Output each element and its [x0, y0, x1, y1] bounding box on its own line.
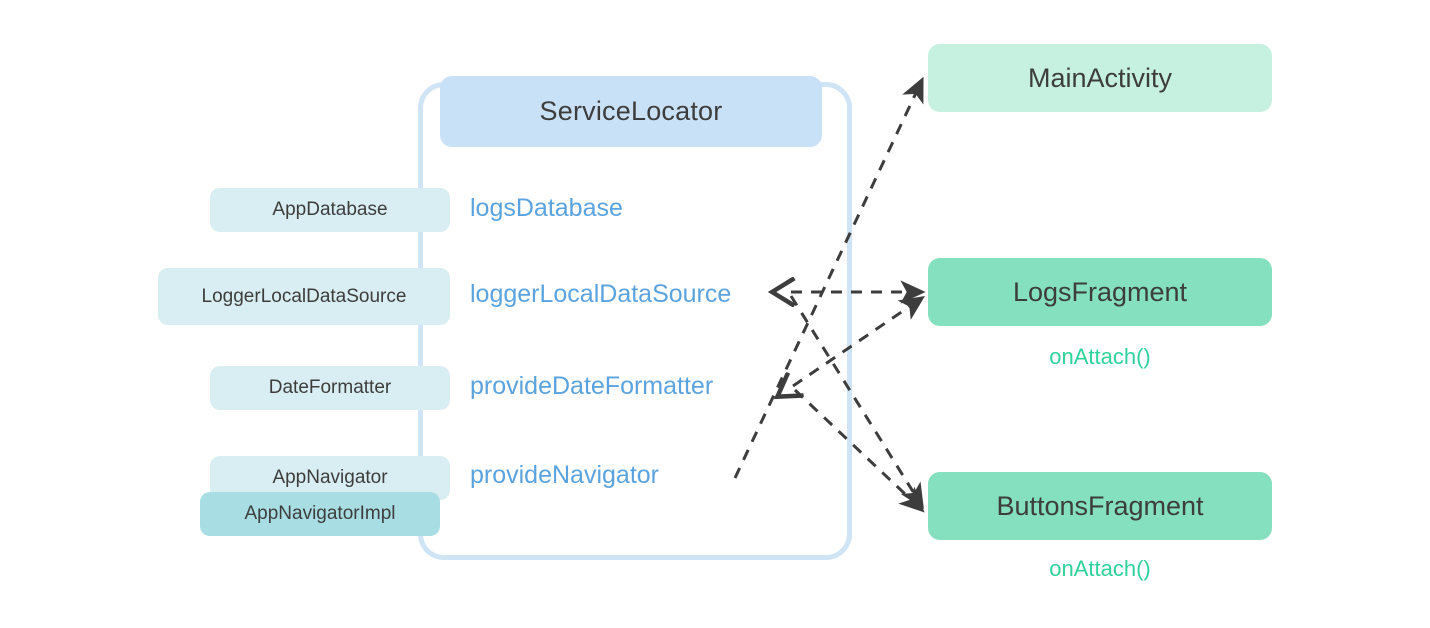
class-chip-label: LoggerLocalDataSource	[201, 285, 407, 307]
consumer-chip-logs-fragment[interactable]: LogsFragment	[928, 258, 1272, 326]
class-chip-label: AppDatabase	[272, 199, 388, 220]
provider-label-provide-navigator[interactable]: provideNavigator	[470, 461, 659, 489]
class-chip-date-formatter[interactable]: DateFormatter	[210, 366, 450, 410]
consumer-chip-label: LogsFragment	[1012, 276, 1188, 307]
class-chip-app-database[interactable]: AppDatabase	[210, 188, 450, 232]
provider-label-logger-local-data-source[interactable]: loggerLocalDataSource	[470, 280, 732, 308]
class-chip-label: DateFormatter	[268, 377, 392, 398]
class-chip-label: AppNavigator	[272, 467, 388, 488]
class-chip-logger-local-data-source[interactable]: LoggerLocalDataSource	[158, 268, 450, 325]
consumer-chip-label: ButtonsFragment	[996, 490, 1204, 521]
provider-label-provide-date-formatter[interactable]: provideDateFormatter	[470, 372, 714, 400]
class-chip-label: AppNavigatorImpl	[244, 503, 396, 524]
method-label-logs-fragment-on-attach: onAttach()	[1049, 344, 1151, 369]
service-locator-title-chip: ServiceLocator	[440, 76, 822, 147]
service-locator-title-label: ServiceLocator	[539, 96, 723, 126]
method-label-buttons-fragment-on-attach: onAttach()	[1049, 556, 1151, 581]
class-chip-app-navigator-impl[interactable]: AppNavigatorImpl	[200, 492, 440, 536]
consumer-chip-label: MainActivity	[1027, 62, 1173, 93]
consumer-chip-buttons-fragment[interactable]: ButtonsFragment	[928, 472, 1272, 540]
consumer-chip-main-activity[interactable]: MainActivity	[928, 44, 1272, 112]
provider-label-logs-database[interactable]: logsDatabase	[470, 194, 623, 222]
